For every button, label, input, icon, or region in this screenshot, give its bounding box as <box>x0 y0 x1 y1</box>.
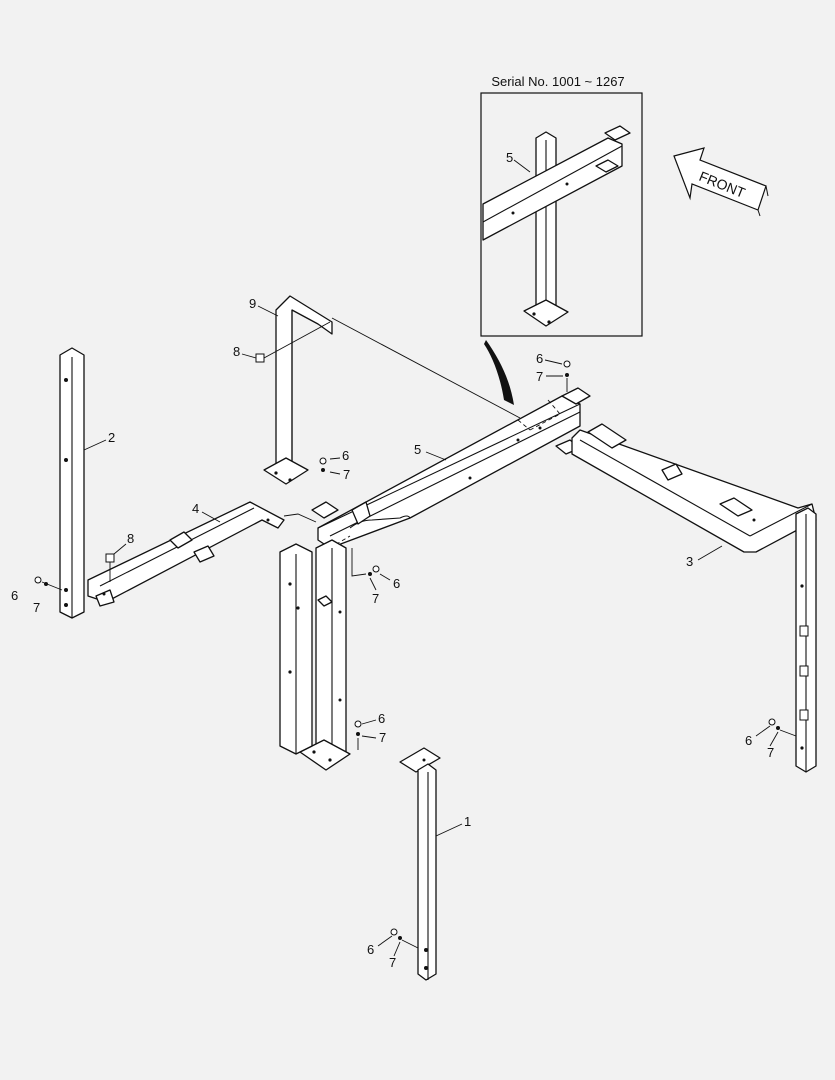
part-1-post: 1 <box>399 747 471 981</box>
callout-7e: 7 <box>379 730 386 745</box>
callout-2: 2 <box>108 430 115 445</box>
callout-7b: 7 <box>343 467 350 482</box>
inset-callout-5: 5 <box>506 150 513 165</box>
callout-3: 3 <box>686 554 693 569</box>
callout-6d: 6 <box>393 576 400 591</box>
callout-5: 5 <box>414 442 421 457</box>
callout-6a: 6 <box>11 588 18 603</box>
front-direction-arrow: FRONT <box>673 147 769 217</box>
fastener-set-bracket-base: 6 7 <box>319 448 350 482</box>
fastener-set-left-post: 6 7 <box>11 576 63 615</box>
callout-6b: 6 <box>342 448 349 463</box>
fastener-set-right-post: 6 7 <box>745 718 797 760</box>
callout-9: 9 <box>249 296 256 311</box>
fastener-set-part1: 6 7 <box>367 928 419 970</box>
fastener-set-beam-under: 6 7 <box>351 548 400 606</box>
serial-number-inset: Serial No. 1001 ~ 1267 5 <box>480 74 643 337</box>
inset-pointer <box>484 340 514 405</box>
inset-title: Serial No. 1001 ~ 1267 <box>491 74 624 89</box>
callout-7a: 7 <box>33 600 40 615</box>
part-4-side-rail: 4 <box>87 501 317 607</box>
bolt-8-lower: 8 <box>105 531 134 582</box>
fastener-set-beam-top: 6 7 <box>536 351 571 392</box>
part-2-post: 2 <box>59 347 115 619</box>
center-angle-plate <box>279 543 313 755</box>
callout-8a: 8 <box>233 344 240 359</box>
part-5-main-beam: 5 <box>311 387 591 549</box>
callout-6f: 6 <box>745 733 752 748</box>
fastener-set-center-post: 6 7 <box>354 711 386 750</box>
part-9-bracket: 9 <box>249 295 333 485</box>
callout-4: 4 <box>192 501 199 516</box>
callout-7d: 7 <box>372 591 379 606</box>
callout-8b: 8 <box>127 531 134 546</box>
front-center-post <box>299 539 351 771</box>
bolt-8-upper: 8 <box>233 321 331 363</box>
callout-6c: 6 <box>536 351 543 366</box>
callout-6g: 6 <box>367 942 374 957</box>
callout-7c: 7 <box>536 369 543 384</box>
callout-7g: 7 <box>389 955 396 970</box>
callout-1: 1 <box>464 814 471 829</box>
callout-6e: 6 <box>378 711 385 726</box>
part-3-right-frame: 3 <box>571 423 817 773</box>
callout-7f: 7 <box>767 745 774 760</box>
